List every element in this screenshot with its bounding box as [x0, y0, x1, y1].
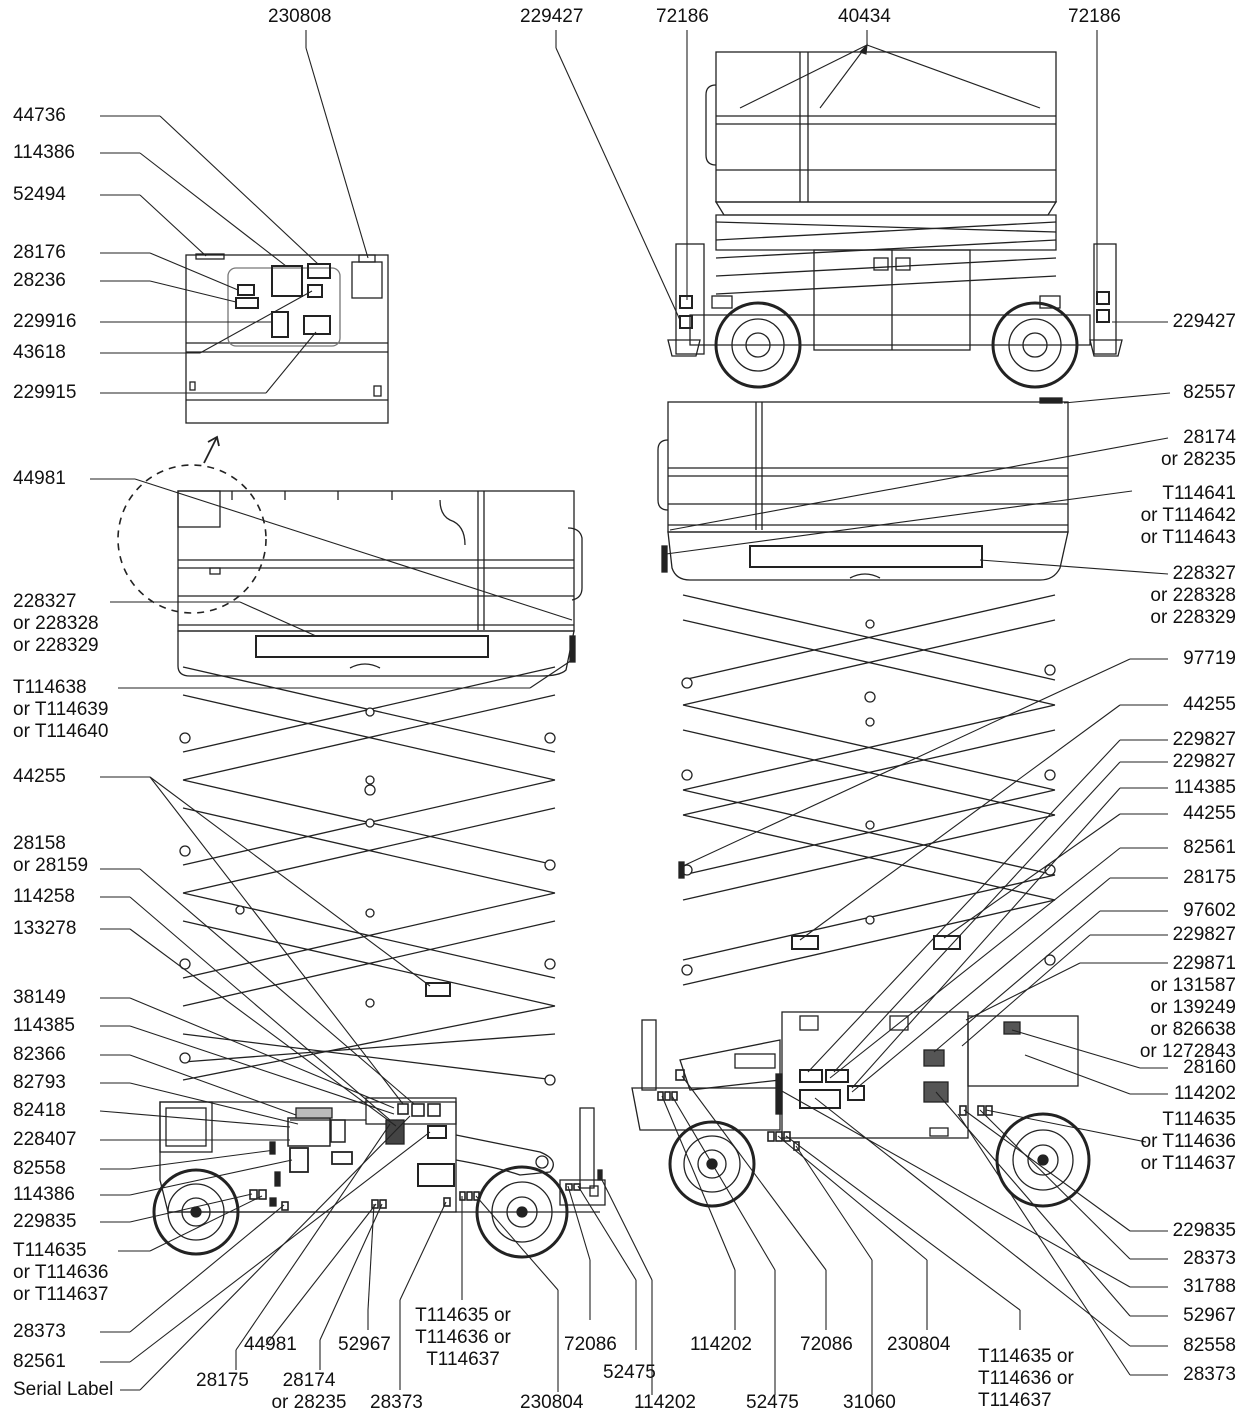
label-44255: 44255	[13, 766, 66, 787]
label-114202: 114202	[690, 1334, 752, 1355]
label-82793: 82793	[13, 1072, 66, 1093]
label-52494: 52494	[13, 184, 66, 205]
label-31788: 31788	[1183, 1276, 1236, 1297]
label-228327: 228327 or 228328 or 228329	[13, 591, 99, 656]
label-31060: 31060	[843, 1392, 896, 1413]
label-230804: 230804	[520, 1392, 584, 1413]
label-97719: 97719	[1183, 648, 1236, 669]
label-229827: 229827	[1172, 729, 1236, 750]
label-229835: 229835	[1172, 1220, 1236, 1241]
right-base-chassis	[631, 1011, 1091, 1208]
label-229827: 229827	[1172, 751, 1236, 772]
label-T114635: T114635 or T114636 or T114637	[415, 1305, 511, 1370]
label-28160: 28160	[1183, 1057, 1236, 1078]
label-28373: 28373	[370, 1392, 423, 1413]
label-114385: 114385	[1174, 777, 1236, 798]
label-28175: 28175	[1183, 867, 1236, 888]
label-T114638: T114638 or T114639 or T114640	[13, 677, 109, 742]
label-114258: 114258	[13, 886, 75, 907]
label-72086: 72086	[800, 1334, 853, 1355]
label-229427: 229427	[1172, 311, 1236, 332]
label-114202: 114202	[634, 1392, 696, 1413]
label-229916: 229916	[13, 311, 77, 332]
label-44255: 44255	[1183, 694, 1236, 715]
label-52475: 52475	[603, 1362, 656, 1383]
label-44736: 44736	[13, 105, 66, 126]
label-228327: 228327 or 228328 or 228329	[1150, 563, 1236, 628]
label-229835: 229835	[13, 1211, 77, 1232]
label-52967: 52967	[1183, 1305, 1236, 1326]
label-82557: 82557	[1183, 382, 1236, 403]
label-82561: 82561	[13, 1351, 66, 1372]
label-229871: 229871 or 131587 or 139249 or 826638 or …	[1139, 953, 1236, 1062]
label-230808: 230808	[268, 6, 332, 27]
label-114386: 114386	[13, 1184, 75, 1205]
label-28236: 28236	[13, 270, 66, 291]
label-38149: 38149	[13, 987, 66, 1008]
label-28176: 28176	[13, 242, 66, 263]
label-28158: 28158 or 28159	[13, 833, 89, 876]
label-229427: 229427	[520, 6, 584, 27]
label-229827: 229827	[1172, 924, 1236, 945]
label-28175: 28175	[196, 1370, 249, 1391]
end-view-machine	[667, 51, 1123, 389]
label-230804: 230804	[887, 1334, 951, 1355]
label-T114635: T114635 or T114636 or T114637	[1140, 1109, 1236, 1174]
label-82418: 82418	[13, 1100, 66, 1121]
left-platform	[177, 490, 583, 677]
label-28174: 28174 or 28235	[271, 1370, 347, 1413]
label-28373: 28373	[1183, 1364, 1236, 1385]
label-114202: 114202	[1174, 1083, 1236, 1104]
label-72086: 72086	[564, 1334, 617, 1355]
label-228407: 228407	[13, 1129, 77, 1150]
label-43618: 43618	[13, 342, 66, 363]
leader-lines	[90, 30, 1171, 1395]
label-82366: 82366	[13, 1044, 66, 1065]
label-133278: 133278	[13, 918, 77, 939]
label-T114635: T114635 or T114636 or T114637	[978, 1346, 1074, 1411]
label-82558: 82558	[1183, 1335, 1236, 1356]
label-72186: 72186	[656, 6, 709, 27]
label-52475: 52475	[746, 1392, 799, 1413]
label-28373: 28373	[13, 1321, 66, 1342]
label-28373: 28373	[1183, 1248, 1236, 1269]
label-44981: 44981	[244, 1334, 297, 1355]
label-52967: 52967	[338, 1334, 391, 1355]
label-28174: 28174 or 28235	[1160, 427, 1236, 470]
label-229915: 229915	[13, 382, 77, 403]
label-T114641: T114641 or T114642 or T114643	[1140, 483, 1236, 548]
right-platform	[657, 397, 1069, 581]
label-82561: 82561	[1183, 837, 1236, 858]
label-82558: 82558	[13, 1158, 66, 1179]
label-T114635: T114635 or T114636 or T114637	[13, 1240, 109, 1305]
label-114386: 114386	[13, 142, 75, 163]
label-72186: 72186	[1068, 6, 1121, 27]
label-97602: 97602	[1183, 900, 1236, 921]
label-40434: 40434	[838, 6, 891, 27]
left-base-chassis	[152, 1097, 606, 1259]
label-114385: 114385	[13, 1015, 75, 1036]
label-44981: 44981	[13, 468, 66, 489]
label-44255: 44255	[1183, 803, 1236, 824]
label-serial-label: Serial Label	[13, 1379, 114, 1400]
